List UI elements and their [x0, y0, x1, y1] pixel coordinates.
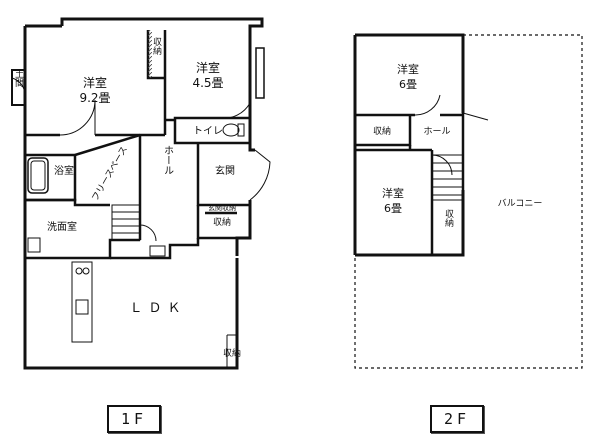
room-label-storage-mid: 収納 — [213, 216, 231, 228]
first-floor-stairs — [111, 204, 141, 241]
room-label-western-d: 洋室 — [382, 186, 404, 200]
earthen-storage-box — [11, 69, 26, 106]
balcony-outline — [354, 34, 583, 369]
room-size-western-c: 6畳 — [399, 78, 417, 91]
room-label-balcony: バルコニー — [498, 198, 543, 209]
room-label-storage-top: 収納 — [151, 36, 162, 56]
door-swings — [11, 77, 271, 368]
bay-window — [255, 47, 265, 99]
room-label-western-a: 洋室 — [83, 75, 107, 90]
wash-basin — [27, 237, 41, 253]
room-label-storage-left: 収納 — [373, 125, 391, 137]
room-label-storage-bottom: 収納 — [223, 347, 241, 359]
room-label-ldk: ＬＤＫ — [129, 301, 186, 316]
room-label-bathroom: 浴室 — [54, 164, 74, 177]
toilet-fixture — [222, 123, 245, 137]
room-label-washroom: 洗面室 — [47, 220, 77, 233]
room-label-western-c: 洋室 — [397, 62, 419, 76]
room-label-entrance: 玄関 — [215, 164, 235, 177]
second-floor-plan — [353, 33, 583, 369]
room-size-western-a: 9.2畳 — [79, 91, 110, 105]
room-label-storage-right: 収納 — [443, 208, 454, 228]
closet-shelf — [148, 30, 152, 78]
room-label-hall-2f: ホール — [423, 126, 450, 137]
room-label-hall: ホール — [162, 145, 174, 175]
first-floor-plan — [11, 17, 271, 370]
room-size-western-d: 6畳 — [384, 202, 402, 215]
room-label-free-space: フリースペース — [91, 145, 130, 203]
room-label-shoe-storage: 玄関収納 — [208, 203, 236, 212]
room-label-toilet: トイレ — [193, 126, 223, 137]
room-label-earthen-storage: 土間 — [13, 68, 24, 88]
second-floor-stairs — [431, 154, 464, 201]
room-label-western-b: 洋室 — [196, 60, 220, 75]
bathtub — [27, 157, 49, 194]
room-size-western-b: 4.5畳 — [192, 76, 223, 90]
floor-tag-2f: 2F — [430, 405, 484, 433]
kitchen-counter — [71, 261, 93, 343]
floor-tag-1f: 1F — [107, 405, 161, 433]
